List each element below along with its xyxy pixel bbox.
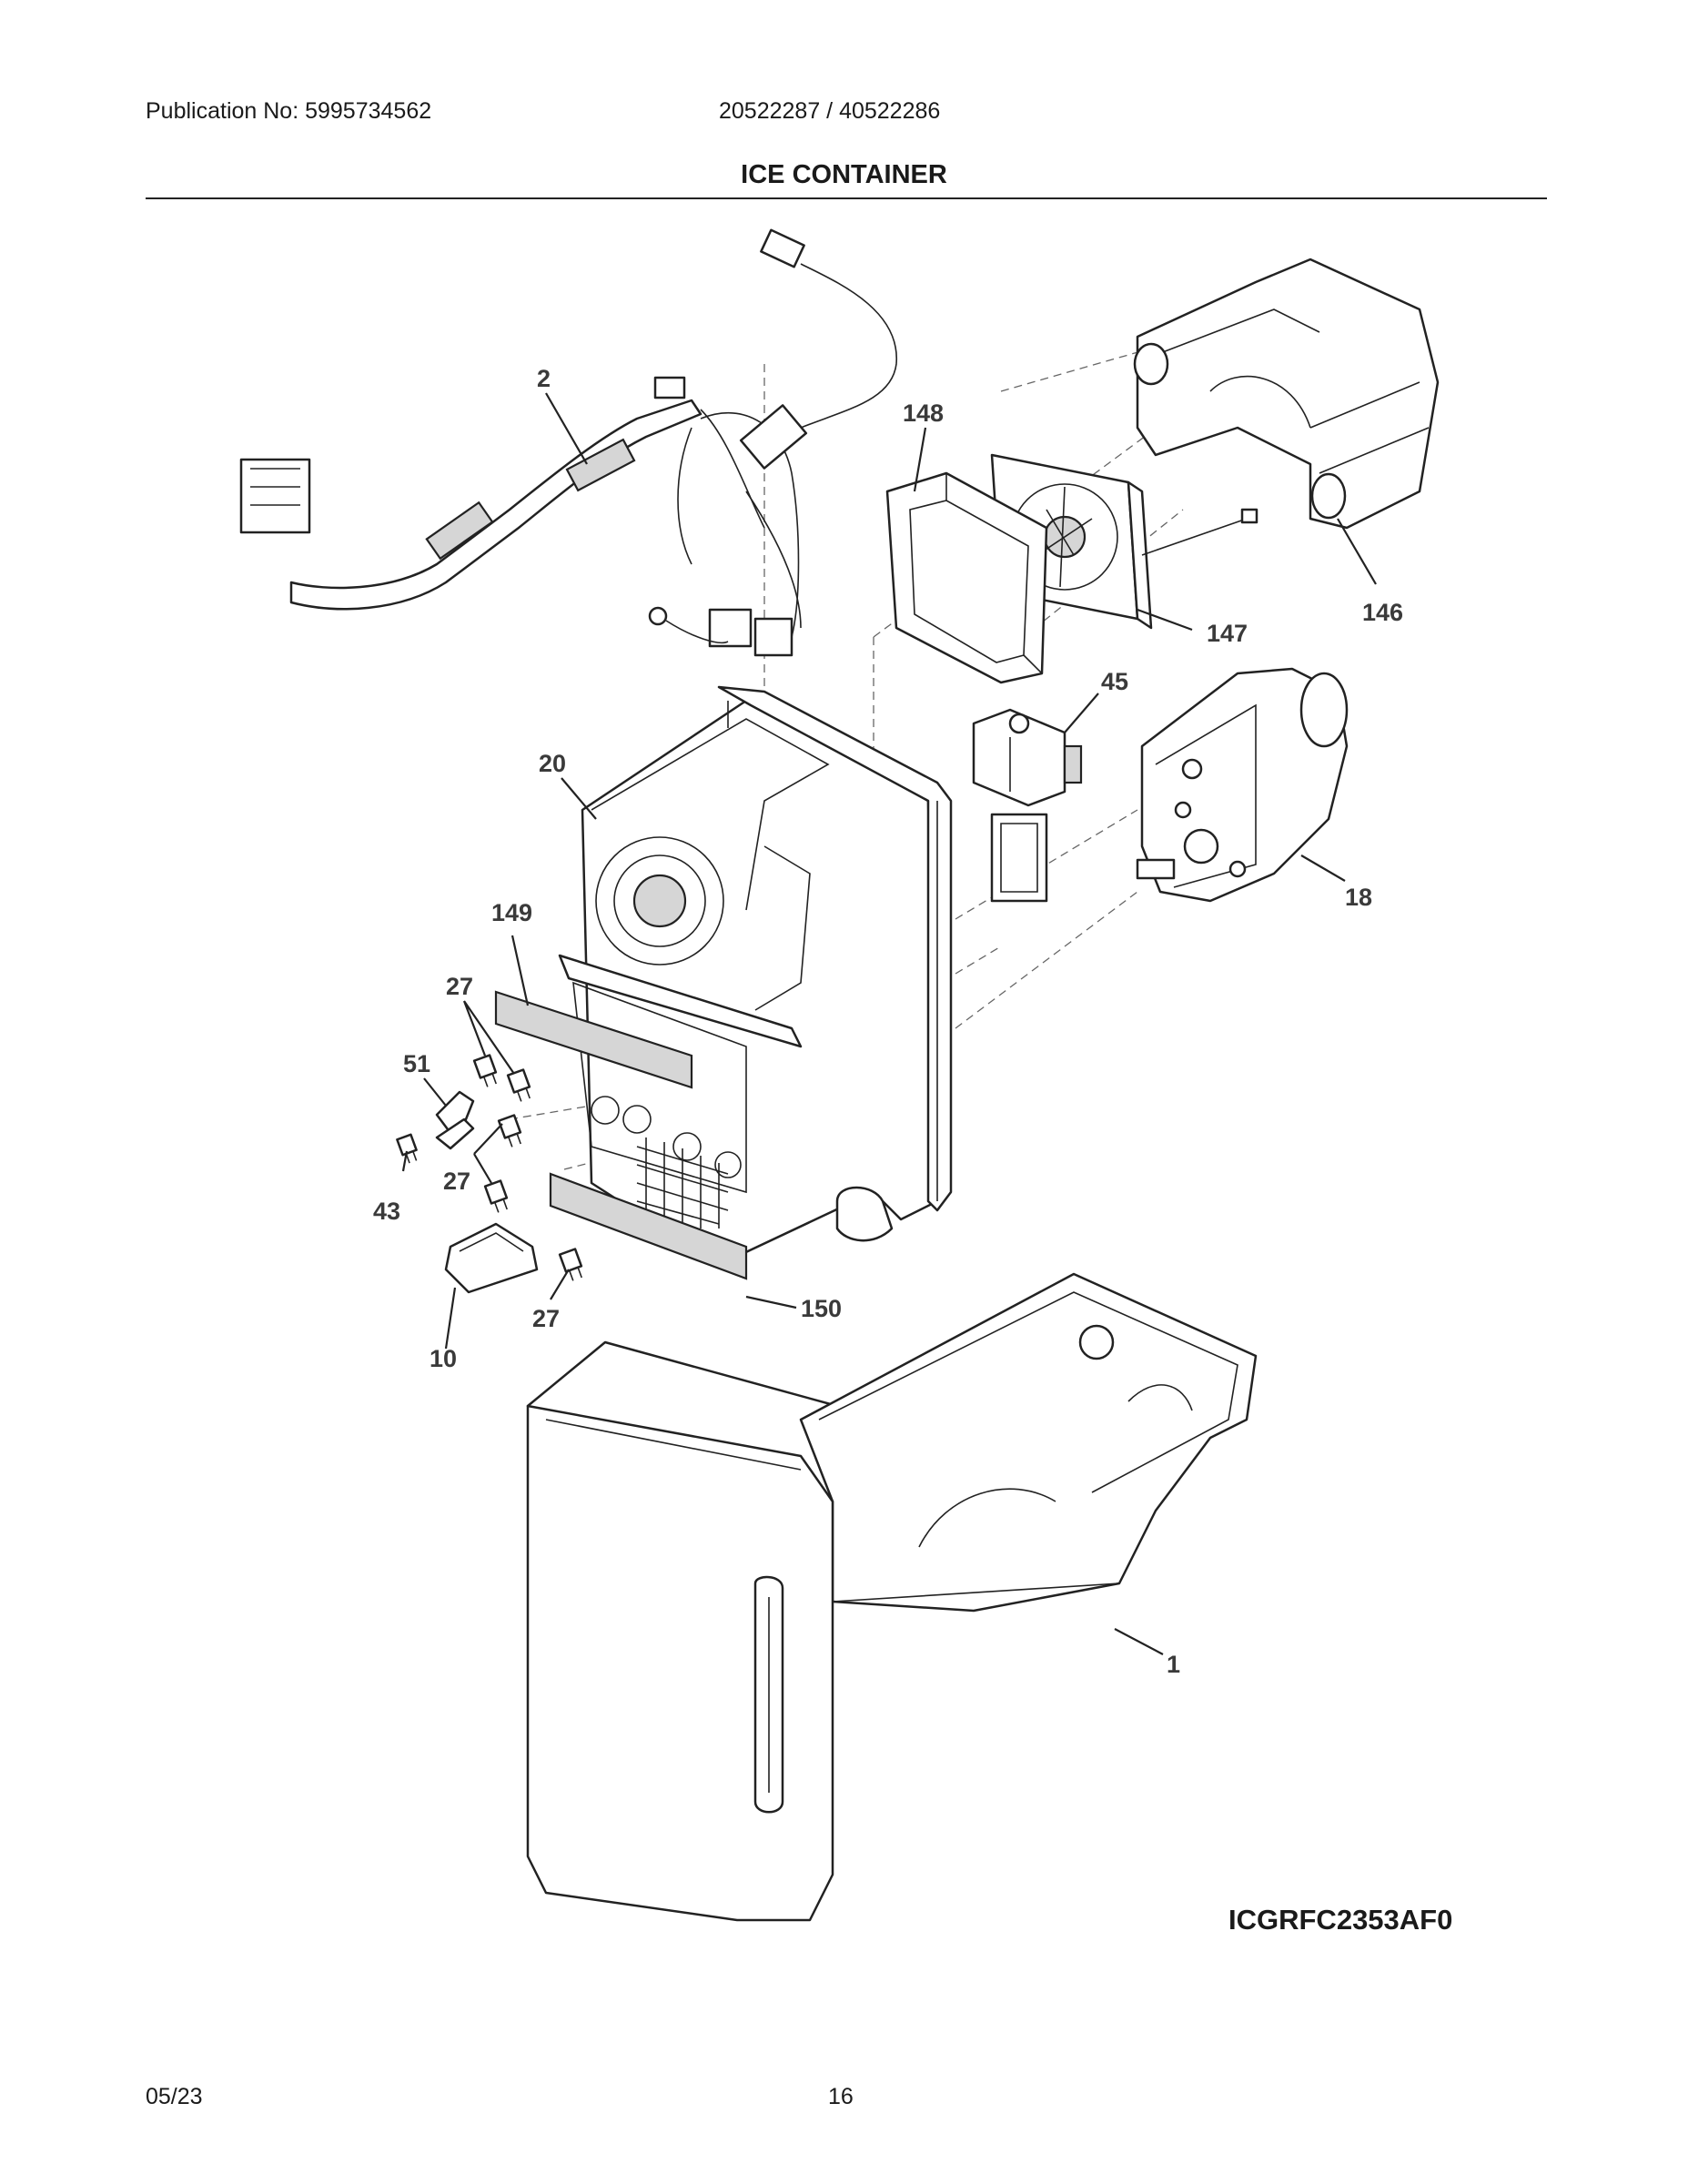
callout-18: 18 xyxy=(1345,884,1372,911)
footer-date: 05/23 xyxy=(146,2084,203,2109)
callout-51: 51 xyxy=(403,1050,430,1077)
fan-duct xyxy=(1133,258,1440,530)
foam-strip-150 xyxy=(549,1172,748,1280)
callout-1: 1 xyxy=(1167,1651,1180,1678)
section-title: ICE CONTAINER xyxy=(741,160,947,189)
bracket-10 xyxy=(444,1222,539,1294)
auger-motor xyxy=(1136,667,1349,903)
header-rule xyxy=(146,197,1547,199)
callout-10: 10 xyxy=(430,1345,457,1372)
callout-146: 146 xyxy=(1362,599,1403,626)
publication-number: Publication No: 5995734562 xyxy=(146,98,432,124)
foam-strip-149 xyxy=(494,990,693,1089)
leader-lines xyxy=(401,392,1377,1655)
vent-grid xyxy=(636,1138,729,1228)
callout-27-c: 27 xyxy=(532,1305,560,1332)
ice-maker-housing xyxy=(558,685,953,1267)
callout-147: 147 xyxy=(1207,620,1248,647)
callout-27-b: 27 xyxy=(443,1168,470,1195)
page-number: 16 xyxy=(828,2084,854,2109)
callout-labels: 2 148 146 147 45 20 18 149 27 51 43 27 2… xyxy=(373,365,1403,1678)
clip-51 xyxy=(435,1090,475,1150)
wire-harness xyxy=(239,228,897,657)
callout-149: 149 xyxy=(491,899,532,926)
model-numbers: 20522287 / 40522286 xyxy=(719,98,941,124)
fan-shroud xyxy=(885,471,1048,684)
diagram-code: ICGRFC2353AF0 xyxy=(1228,1904,1453,1936)
callout-43: 43 xyxy=(373,1198,400,1225)
callout-20: 20 xyxy=(539,750,566,777)
ice-container-bucket xyxy=(526,1272,1258,1922)
callout-150: 150 xyxy=(801,1295,842,1322)
callout-45: 45 xyxy=(1101,668,1128,695)
callout-27-a: 27 xyxy=(446,973,473,1000)
callout-148: 148 xyxy=(903,399,944,427)
callout-2: 2 xyxy=(537,365,551,392)
screws-27 xyxy=(472,1054,583,1281)
solenoid-valve xyxy=(972,708,1083,903)
screw-43 xyxy=(396,1133,418,1164)
